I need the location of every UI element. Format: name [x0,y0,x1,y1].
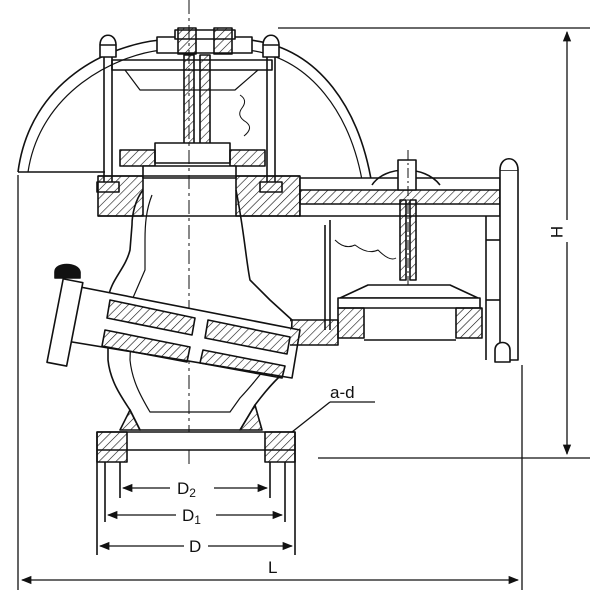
bottom-flange [96,431,296,555]
label-L: L [268,558,277,577]
stud-left [96,34,120,193]
label-H: H [547,226,566,238]
inspection-handle [54,263,81,279]
flame-arrester-element [46,263,301,379]
dome-cover [17,27,373,186]
upper-flange [97,165,301,217]
vacuum-stem [324,150,417,330]
dimension-H [278,27,590,459]
label-D1: D1 [182,506,201,527]
dimension-L [17,175,523,590]
vacuum-disc [290,284,483,346]
label-D: D [189,537,201,556]
callout-leader [291,401,375,433]
inspection-flange [46,278,84,367]
pressure-stem [111,54,273,167]
label-D2: D2 [177,479,196,500]
label-flange-callout: a-d [330,383,355,402]
